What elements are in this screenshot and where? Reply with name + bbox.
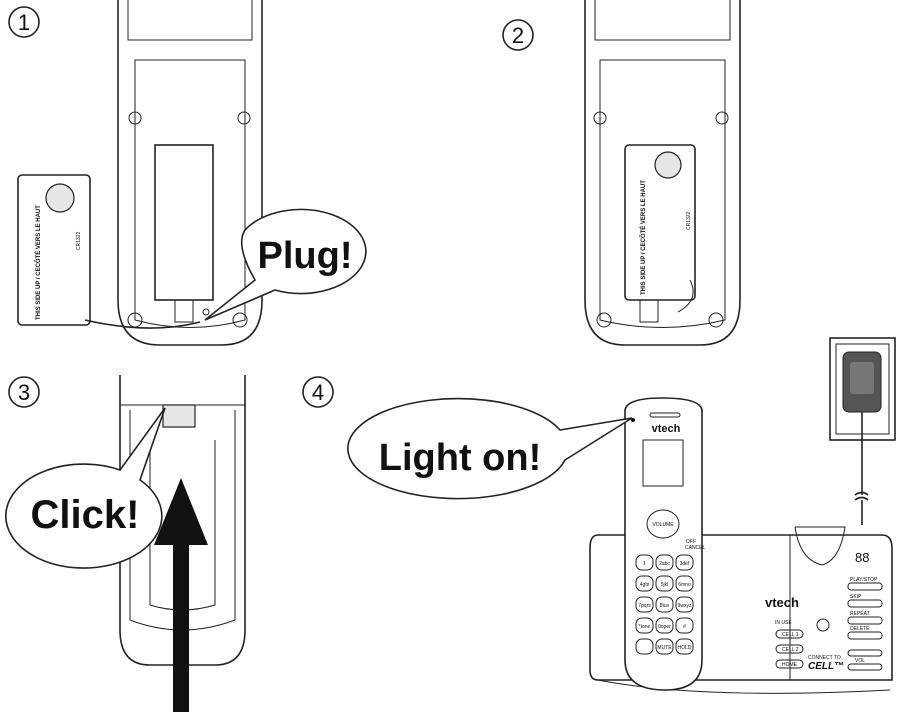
button-label: VOL xyxy=(855,658,865,664)
callout-text: Light on! xyxy=(379,437,541,479)
keypad-key-label: 7pqrs xyxy=(638,603,651,609)
cancel-label: CANCEL xyxy=(685,545,706,551)
keypad-key-label: 9wxyz xyxy=(678,603,692,609)
playstop-button[interactable] xyxy=(847,582,883,591)
callout-text: Plug! xyxy=(258,235,353,277)
keypad-key[interactable] xyxy=(635,638,654,655)
base-brand-logo: vtech xyxy=(765,595,799,610)
keypad-key[interactable] xyxy=(635,617,654,634)
battery-orientation-label: THIS SIDE UP / CECÔTÉ VERS LE HAUT xyxy=(34,205,42,320)
cell1-button[interactable] xyxy=(775,629,804,639)
handset-back-battery-installed: THIS SIDE UP / CECÔTÉ VERS LE HAUT CR132… xyxy=(584,0,741,346)
button-label: SKIP xyxy=(850,594,862,600)
keypad-key[interactable] xyxy=(675,554,694,571)
keypad-key[interactable] xyxy=(675,617,694,634)
connect-label: CONNECT TO xyxy=(808,655,841,661)
step-2: 2 THIS SIDE UP / CECÔTÉ VERS LE HAUT CR1… xyxy=(502,0,741,346)
repeat-button[interactable] xyxy=(847,616,883,625)
base-right-buttons: PLAY/STOP SKIP REPEAT DELETE VOL xyxy=(847,577,883,671)
button-label: HOME xyxy=(782,662,798,668)
keypad-key-label: *tone xyxy=(639,624,651,630)
button-label: CELL 2 xyxy=(782,647,799,653)
button-label: PLAY/STOP xyxy=(850,577,878,583)
step-number-badge xyxy=(302,376,334,408)
cordless-handset: vtech VOLUME OFF CANCEL 1 2abc 3def 4ghi 5jk… xyxy=(624,397,706,691)
light-on-callout: Light on! xyxy=(347,397,633,500)
in-use-indicator: IN USE xyxy=(775,620,792,626)
keypad-key[interactable] xyxy=(655,575,674,592)
speaker-icon xyxy=(816,618,830,632)
cell-logo: CELL™ xyxy=(808,661,844,672)
cell2-button[interactable] xyxy=(775,644,804,654)
keypad-key-label: HOLD xyxy=(678,645,692,651)
click-callout: Click! xyxy=(5,407,166,569)
keypad-key-label: 1 xyxy=(643,561,646,567)
battery-pack: THIS SIDE UP / CECÔTÉ VERS LE HAUT CR132… xyxy=(17,174,201,329)
keypad-key[interactable] xyxy=(635,554,654,571)
nav-label: VOLUME xyxy=(652,522,674,528)
step-3: 3 Click! xyxy=(5,375,246,712)
keypad-key-label: 0oper xyxy=(658,624,671,630)
step-number: 4 xyxy=(312,380,324,405)
step-number-badge xyxy=(8,376,40,408)
keypad-key[interactable] xyxy=(675,596,694,613)
base-display: 88 xyxy=(855,550,869,565)
button-label: REPEAT xyxy=(850,611,870,617)
earpiece xyxy=(649,412,681,418)
delete-button[interactable] xyxy=(847,631,883,640)
volume-up-button[interactable] xyxy=(847,649,883,657)
button-label: DELETE xyxy=(850,626,870,632)
step-number: 1 xyxy=(18,10,30,35)
keypad-key-label: # xyxy=(683,624,686,630)
keypad-key[interactable] xyxy=(655,638,674,655)
skip-button[interactable] xyxy=(847,599,883,608)
keypad-key[interactable] xyxy=(655,596,674,613)
home-button[interactable] xyxy=(775,659,804,669)
handset-screen xyxy=(642,439,684,487)
button-label: CELL 1 xyxy=(782,632,799,638)
volume-down-button[interactable] xyxy=(847,663,883,671)
keypad-key[interactable] xyxy=(635,575,654,592)
callout-text: Click! xyxy=(31,493,140,537)
keypad-key[interactable] xyxy=(635,596,654,613)
keypad-key[interactable] xyxy=(655,617,674,634)
keypad-key-label: MUTE xyxy=(657,645,672,651)
step-number-badge xyxy=(8,6,40,38)
keypad-key-label: 8tuv xyxy=(660,603,670,609)
step-number: 2 xyxy=(512,23,524,48)
handset-keypad: 1 2abc 3def 4ghi 5jkl 6mno 7pqrs 8tuv 9wxyz *tone… xyxy=(635,554,694,655)
handset-back-open xyxy=(117,0,263,346)
keypad-key[interactable] xyxy=(675,575,694,592)
battery-model-label: CR1322 xyxy=(686,211,692,230)
step-4: 4 88 PLAY/STOP SKIP REPEAT DELETE xyxy=(302,337,896,694)
keypad-key-label: 4ghi xyxy=(640,582,649,588)
volume-nav-key[interactable] xyxy=(646,509,680,539)
charge-light xyxy=(631,418,635,422)
handset-brand-logo: vtech xyxy=(652,423,681,435)
push-up-arrow xyxy=(154,478,208,712)
keypad-key-label: 6mno xyxy=(678,582,691,588)
keypad-key[interactable] xyxy=(655,554,674,571)
battery-model-label: CR1322 xyxy=(76,231,82,250)
keypad-key-label: 2abc xyxy=(659,561,670,567)
keypad-key-label: 5jkl xyxy=(661,582,669,588)
step-number: 3 xyxy=(18,380,30,405)
off-label: OFF xyxy=(686,539,696,545)
wall-outlet-adapter xyxy=(829,337,896,525)
keypad-key[interactable] xyxy=(675,638,694,655)
keypad-key-label: 3def xyxy=(680,561,690,567)
step-number-badge xyxy=(502,19,534,51)
plug-callout: Plug! xyxy=(204,208,367,321)
battery-orientation-label: THIS SIDE UP / CECÔTÉ VERS LE HAUT xyxy=(639,180,647,295)
step-1: 1 THIS SIDE UP / CECÔTÉ VERS LE HAUT CR1… xyxy=(8,0,367,346)
